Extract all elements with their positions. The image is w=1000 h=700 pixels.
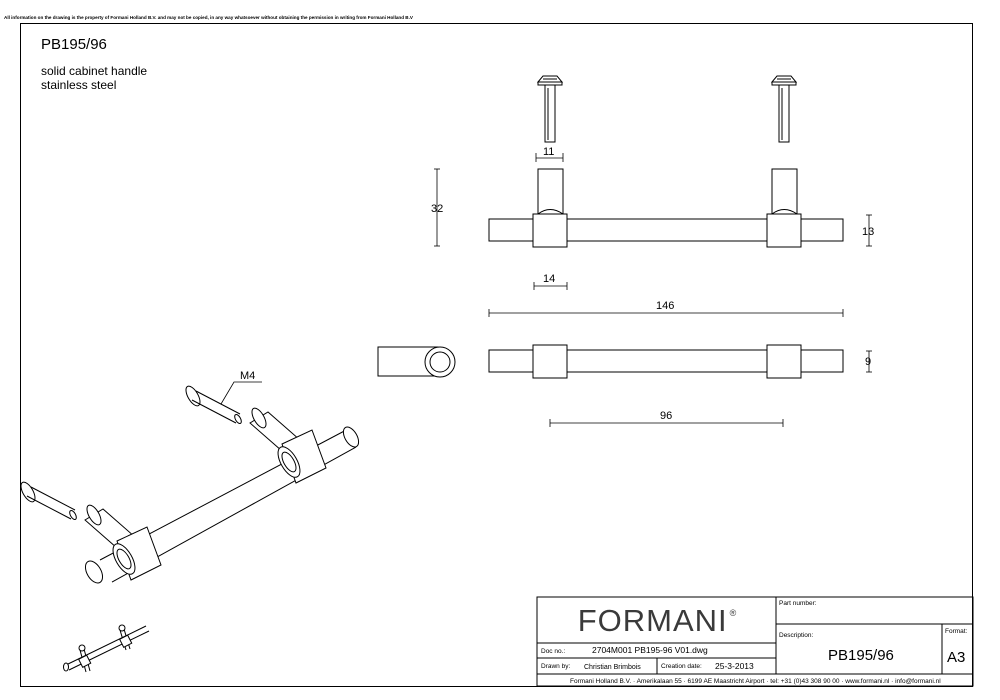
drawn-by-value: Christian Brimbois bbox=[584, 664, 641, 671]
screw-left bbox=[536, 75, 564, 143]
creation-date-label: Creation date: bbox=[661, 663, 702, 670]
title-block-grid bbox=[536, 596, 974, 687]
logo-wordmark: FORMANI bbox=[577, 602, 728, 638]
small-isometric-view bbox=[63, 624, 150, 673]
isometric-view bbox=[20, 385, 360, 584]
registered-mark: ® bbox=[729, 607, 738, 618]
description-line-2: stainless steel bbox=[41, 78, 117, 92]
format-value: A3 bbox=[947, 649, 965, 666]
side-view bbox=[377, 346, 456, 378]
product-description: solid cabinet handle stainless steel bbox=[41, 64, 147, 92]
dim-bar-thickness: 13 bbox=[862, 226, 874, 238]
dim-overall-length: 146 bbox=[656, 300, 674, 312]
dim-collar-width: 14 bbox=[543, 273, 555, 285]
dim-bar-depth: 9 bbox=[865, 356, 871, 368]
plan-view bbox=[488, 344, 844, 379]
drawing-frame bbox=[20, 23, 973, 687]
formani-logo: FORMANI® bbox=[538, 598, 777, 643]
copyright-disclaimer: All information on the drawing is the pr… bbox=[4, 15, 413, 20]
format-label: Format: bbox=[945, 628, 968, 635]
screw-right bbox=[770, 75, 798, 143]
description-value: PB195/96 bbox=[828, 647, 894, 664]
doc-no-label: Doc no.: bbox=[541, 648, 565, 655]
company-footer: Formani Holland B.V. · Amerikalaan 55 · … bbox=[570, 678, 941, 685]
creation-date-value: 25-3-2013 bbox=[715, 661, 754, 671]
description-label: Description: bbox=[779, 632, 814, 639]
dim-center-distance: 96 bbox=[660, 410, 672, 422]
dimension-lines bbox=[220, 153, 872, 427]
dim-height: 32 bbox=[431, 203, 443, 215]
dim-screw-head: 11 bbox=[543, 146, 554, 158]
part-number-label: Part number: bbox=[779, 600, 817, 607]
product-code-title: PB195/96 bbox=[41, 36, 107, 53]
description-line-1: solid cabinet handle bbox=[41, 64, 148, 78]
dim-thread: M4 bbox=[240, 370, 255, 382]
drawn-by-label: Drawn by: bbox=[541, 663, 570, 670]
front-view bbox=[488, 168, 844, 248]
doc-no-value: 2704M001 PB195-96 V01.dwg bbox=[592, 645, 708, 655]
